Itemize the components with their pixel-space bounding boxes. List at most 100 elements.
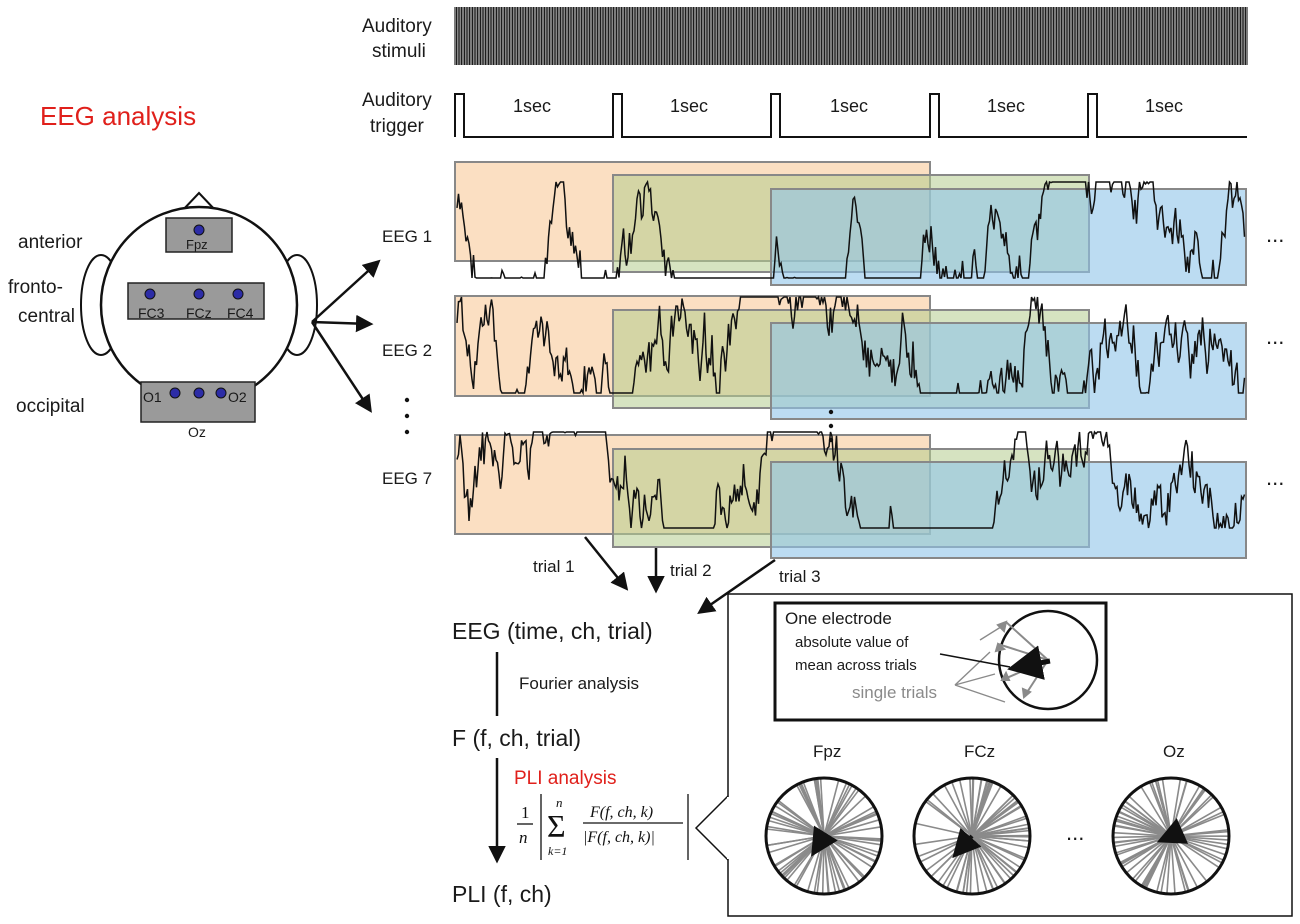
electrode-dot-fcz bbox=[193, 288, 205, 300]
trigger-label-line1: Auditory bbox=[362, 90, 432, 111]
inset-line1: absolute value of bbox=[795, 634, 909, 651]
electrode-dot-o2 bbox=[215, 387, 227, 399]
trial2-label: trial 2 bbox=[670, 561, 712, 580]
electrode-dot-o1 bbox=[169, 387, 181, 399]
polar-label-fpz: Fpz bbox=[813, 742, 841, 761]
eeg7-trace bbox=[456, 430, 1246, 531]
continuation-eeg1: ... bbox=[1266, 222, 1284, 247]
inset-title: One electrode bbox=[785, 609, 892, 628]
mean-vector-arrow bbox=[811, 825, 838, 857]
trial-phase-spoke bbox=[971, 835, 1029, 849]
formula-sigma: Σ bbox=[547, 808, 566, 844]
arrow-to-eeg2 bbox=[311, 314, 374, 333]
channel-label-eeg2: EEG 2 bbox=[382, 341, 432, 360]
trial-phase-spoke bbox=[971, 777, 975, 837]
diagram-title: EEG analysis bbox=[40, 101, 196, 131]
region-label-occipital: occipital bbox=[16, 396, 85, 417]
trial-phase-spoke bbox=[1170, 835, 1187, 893]
region-label-anterior: anterior bbox=[18, 232, 83, 253]
arrow-to-eeg7 bbox=[310, 321, 372, 413]
trial3-arrow bbox=[697, 558, 776, 614]
trial-phase-spoke bbox=[1140, 835, 1172, 887]
region-label-central: central bbox=[18, 306, 75, 327]
trial-phase-spoke bbox=[1170, 835, 1199, 888]
eeg1-trace bbox=[456, 179, 1246, 279]
mean-vector-arrow bbox=[1156, 818, 1189, 844]
trigger-interval-3: 1sec bbox=[830, 96, 868, 116]
inset-line2: mean across trials bbox=[795, 657, 917, 674]
trial-phase-spoke bbox=[971, 829, 1030, 837]
trial-phase-spoke bbox=[958, 779, 973, 837]
electrode-dot-fc3 bbox=[144, 288, 156, 300]
polar-circle bbox=[1111, 776, 1231, 896]
trial1-label: trial 1 bbox=[533, 557, 575, 576]
polar-ellipsis: ... bbox=[1066, 820, 1084, 845]
head-to-eeg-arrows bbox=[310, 259, 381, 413]
vertical-dots-left bbox=[404, 397, 410, 435]
formula-coef-den: n bbox=[519, 828, 528, 847]
callout-pointer bbox=[694, 794, 729, 862]
trigger-label-line2: trigger bbox=[370, 116, 425, 137]
trial-phase-spoke bbox=[971, 785, 1002, 837]
head-schematic: Fpz FC3 FCz FC4 O1 O2 Oz anterior fronto… bbox=[8, 191, 318, 440]
trial3-label: trial 3 bbox=[779, 567, 821, 586]
trigger-interval-5: 1sec bbox=[1145, 96, 1183, 116]
trigger-interval-4: 1sec bbox=[987, 96, 1025, 116]
trial-phase-spoke bbox=[943, 784, 973, 837]
polar-circle bbox=[912, 776, 1032, 896]
electrode-label-fpz: Fpz bbox=[186, 237, 208, 252]
electrode-label-fc3: FC3 bbox=[138, 305, 165, 321]
trial-phase-spoke bbox=[1170, 835, 1176, 894]
trial-phase-spoke bbox=[1166, 835, 1172, 894]
trial-phase-spoke bbox=[971, 778, 983, 837]
stimuli-label-line2: stimuli bbox=[372, 41, 426, 62]
trigger-intervals: 1sec 1sec 1sec 1sec 1sec bbox=[513, 96, 1183, 116]
polar-label-fcz: FCz bbox=[964, 742, 995, 761]
electrode-dot-oz bbox=[193, 387, 205, 399]
electrode-dots bbox=[144, 224, 244, 399]
trial-phase-spoke bbox=[971, 780, 992, 837]
pli-analysis-label: PLI analysis bbox=[514, 768, 616, 789]
eeg2-windows bbox=[454, 295, 1247, 420]
polar-plot-oz bbox=[1111, 776, 1231, 896]
stimuli-oscillation bbox=[454, 7, 1248, 65]
fourier-label: Fourier analysis bbox=[519, 674, 639, 693]
eeg-array-label: EEG (time, ch, trial) bbox=[452, 618, 653, 644]
pli-result-label: PLI (f, ch) bbox=[452, 881, 552, 907]
trigger-interval-1: 1sec bbox=[513, 96, 551, 116]
trial1-arrow bbox=[584, 536, 629, 591]
electrode-label-o1: O1 bbox=[143, 389, 162, 405]
electrode-label-o2: O2 bbox=[228, 389, 247, 405]
eeg2-trace bbox=[456, 295, 1246, 396]
stimuli-label-line1: Auditory bbox=[362, 16, 432, 37]
inset-label-pointer bbox=[939, 653, 1011, 668]
inset-mean-vector bbox=[1007, 645, 1051, 680]
pli-formula: 1 n n Σ k=1 F(f, ch, k) |F(f, ch, k)| bbox=[517, 794, 689, 860]
formula-denominator: |F(f, ch, k)| bbox=[583, 829, 655, 846]
electrode-label-fcz: FCz bbox=[186, 305, 212, 321]
polar-circle bbox=[764, 776, 884, 896]
formula-sum-top: n bbox=[556, 795, 563, 810]
eeg1-trial3-window bbox=[770, 188, 1247, 286]
electrode-label-oz: Oz bbox=[188, 424, 206, 440]
polar-label-oz: Oz bbox=[1163, 742, 1185, 761]
trial-arrows bbox=[584, 536, 776, 614]
trial-phase-spoke bbox=[971, 835, 1030, 842]
polar-plot-fcz bbox=[912, 776, 1032, 896]
region-label-fronto: fronto- bbox=[8, 277, 63, 298]
auditory-stimuli-waveform bbox=[454, 7, 1248, 65]
channel-label-eeg7: EEG 7 bbox=[382, 469, 432, 488]
trigger-interval-2: 1sec bbox=[670, 96, 708, 116]
fourier-array-label: F (f, ch, trial) bbox=[452, 725, 581, 751]
formula-coef-num: 1 bbox=[521, 803, 530, 822]
electrode-dot-fc4 bbox=[232, 288, 244, 300]
formula-sum-bottom: k=1 bbox=[548, 844, 567, 858]
continuation-eeg2: ... bbox=[1266, 324, 1284, 349]
eeg7-windows bbox=[454, 434, 1247, 559]
continuation-eeg7: ... bbox=[1266, 465, 1284, 490]
formula-numerator: F(f, ch, k) bbox=[589, 804, 653, 821]
polar-plot-fpz bbox=[764, 776, 884, 896]
inset-single-trials: single trials bbox=[852, 683, 937, 702]
vertical-dots-middle bbox=[828, 409, 834, 443]
